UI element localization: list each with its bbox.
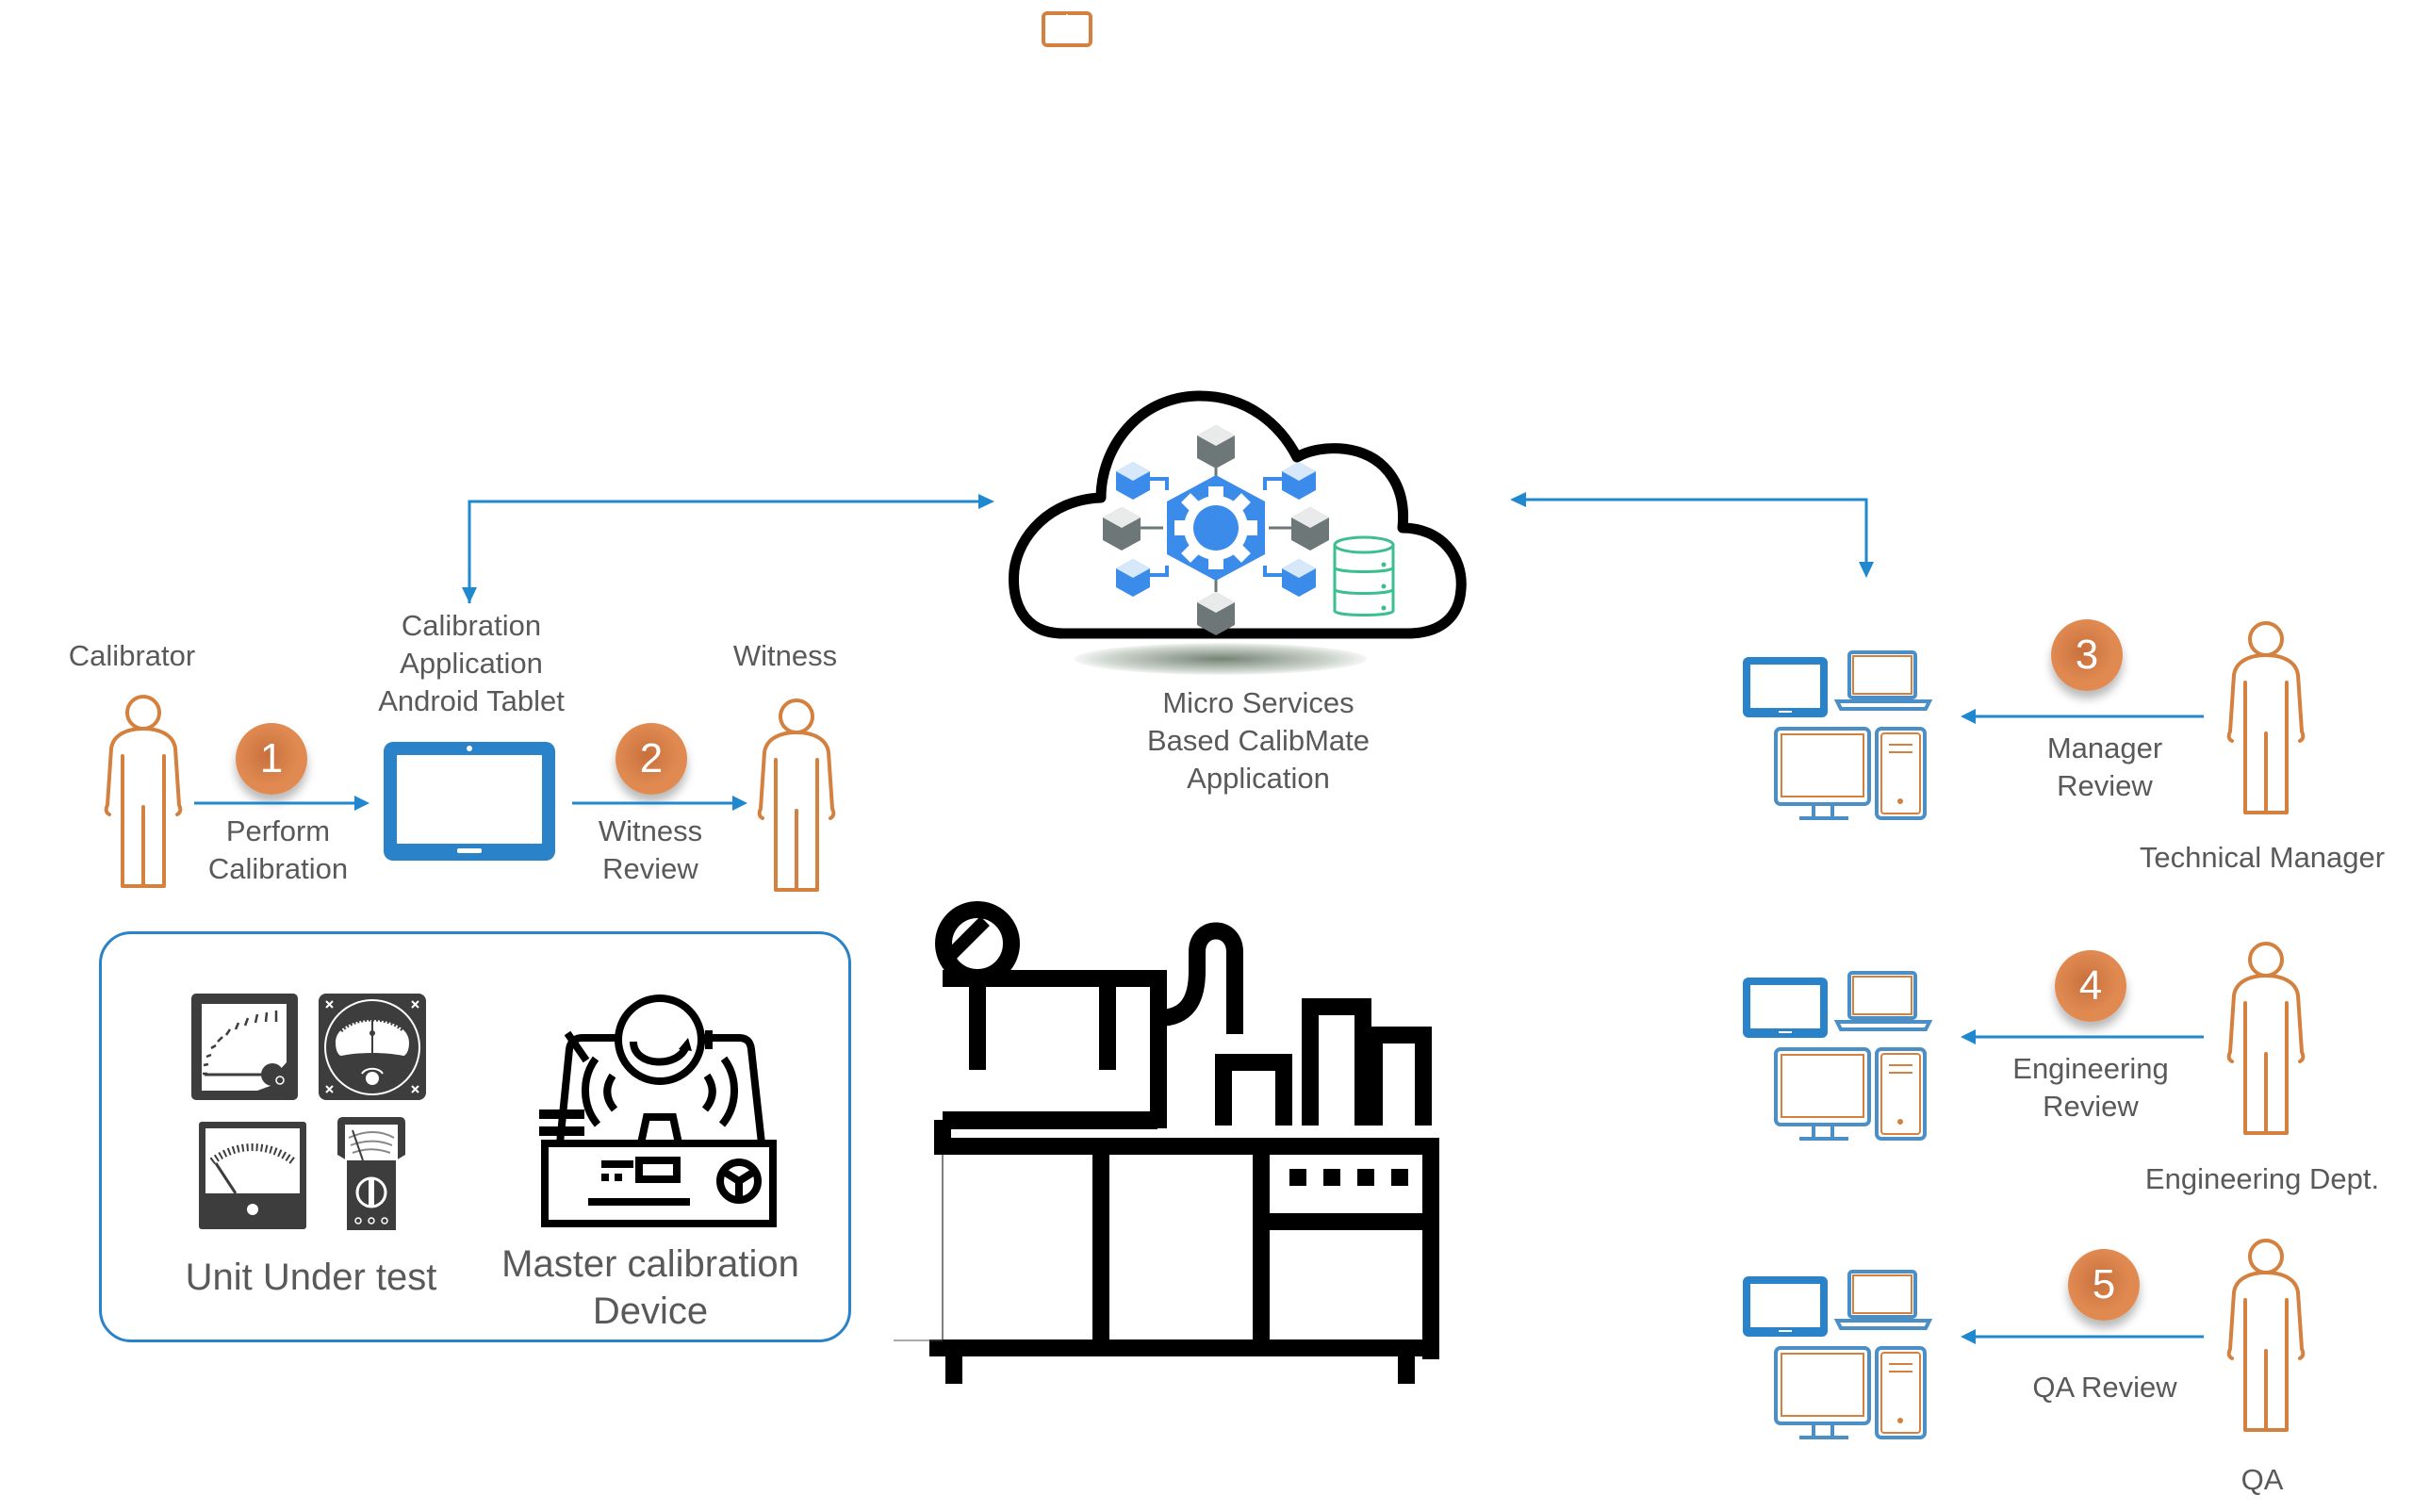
unit-under-test-label: Unit Under test <box>185 1257 437 1298</box>
master-device-label: Master calibration Device <box>471 1241 829 1335</box>
arrow-left <box>1961 1029 2204 1044</box>
step-2-label-line: Review <box>602 852 698 885</box>
cloud-shadow <box>1075 643 1367 675</box>
arrow-left <box>1961 1329 2204 1344</box>
cloud-label-line: Application <box>1187 762 1330 795</box>
tablet-label-line: Android Tablet <box>378 684 565 717</box>
step-1-label-line: Calibration <box>207 852 349 885</box>
step-3-label-line: Manager <box>2046 731 2163 764</box>
tablet-icon <box>384 742 555 861</box>
step-5-label-line: QA Review <box>2032 1371 2177 1404</box>
cloud-label-line: Micro Services <box>1162 686 1354 719</box>
industrial-machine-icon <box>894 901 1439 1384</box>
step-3-label: Manager Review <box>2011 730 2199 805</box>
calibrator-label: Calibrator <box>68 639 196 672</box>
master-device-label-line: Master calibration <box>501 1243 799 1285</box>
analog-meter-icon <box>191 994 298 1100</box>
step-2-label: Witness Review <box>556 813 745 888</box>
cloud-label-line: Based CalibMate <box>1146 724 1371 757</box>
multimeter-icon <box>337 1117 405 1230</box>
arrow-right <box>572 796 747 811</box>
step-4-label: Engineering Review <box>1996 1050 2185 1126</box>
person-icon <box>104 695 183 888</box>
voltmeter-icon <box>199 1122 306 1229</box>
calibration-device-icon <box>539 994 777 1227</box>
panel-meter-icon <box>319 994 426 1100</box>
tablet-icon <box>1042 11 1092 47</box>
person-icon <box>2226 621 2306 814</box>
tablet-label: Calibration Application Android Tablet <box>358 607 584 720</box>
arrow-left <box>1961 709 2204 724</box>
microservices-hub-icon <box>1103 425 1329 635</box>
step-4-badge: 4 <box>2055 950 2126 1022</box>
person-icon <box>757 698 836 892</box>
person-icon <box>2226 942 2306 1135</box>
devices-icon <box>1743 971 1933 1141</box>
devices-icon <box>1743 1270 1933 1439</box>
step-1-label-line: Perform <box>225 814 331 847</box>
cloud-label: Micro Services Based CalibMate Applicati… <box>1075 684 1442 797</box>
equipment-box <box>99 931 851 1342</box>
devices-icon <box>1743 650 1933 820</box>
step-2-badge: 2 <box>616 723 687 795</box>
tablet-label-line: Application <box>400 647 543 680</box>
step-2-label-line: Witness <box>598 814 703 847</box>
role-engineering-dept: Engineering Dept. <box>2144 1162 2380 1195</box>
witness-label: Witness <box>732 639 838 672</box>
master-device-label-line: Device <box>592 1290 709 1332</box>
step-3-badge: 3 <box>2051 619 2123 691</box>
step-5-label: QA Review <box>2011 1369 2199 1406</box>
step-5-badge: 5 <box>2068 1249 2140 1321</box>
step-4-label-line: Review <box>2043 1090 2139 1123</box>
arrow-right <box>194 796 369 811</box>
step-4-label-line: Engineering <box>2012 1052 2169 1085</box>
tablet-label-line: Calibration <box>401 609 542 642</box>
step-3-label-line: Review <box>2057 769 2153 802</box>
step-1-label: Perform Calibration <box>184 813 372 888</box>
role-qa: QA <box>2241 1463 2284 1496</box>
role-technical-manager: Technical Manager <box>2139 841 2386 874</box>
person-icon <box>2226 1239 2306 1432</box>
step-1-badge: 1 <box>236 723 307 795</box>
database-icon <box>1333 535 1395 616</box>
